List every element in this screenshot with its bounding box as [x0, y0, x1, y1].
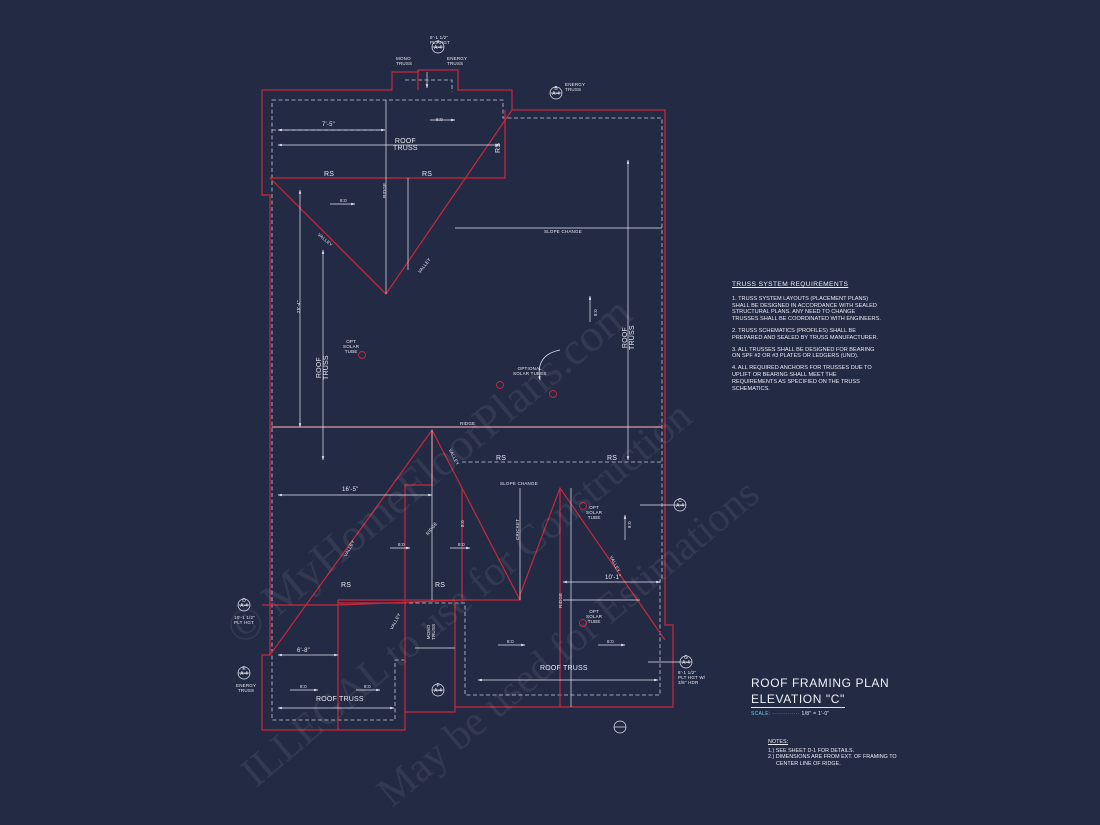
label-slope-80-j: 8:0: [300, 684, 307, 689]
label-ridge-mid: RIDGE: [460, 421, 476, 426]
label-roof-truss-bottom: ROOF TRUSS: [316, 696, 364, 703]
label-slope-80-h: 8:0: [507, 639, 514, 644]
label-energy-truss-topright: ENERGY TRUSS: [565, 82, 586, 92]
label-opt-solar-tube-c: OPT SOLAR TUBE: [586, 609, 603, 624]
label-ridge-c: RIDGE: [558, 592, 563, 608]
callout-a: A A-4: [434, 40, 442, 51]
label-rs-f: RS: [341, 582, 352, 589]
truss-system-requirements: TRUSS SYSTEM REQUIREMENTS 1. TRUSS SYSTE…: [732, 281, 882, 397]
drawing-scale: SCALE: ·············· 1/8" = 1'-0": [751, 711, 891, 717]
roof-outline: [261, 69, 674, 731]
label-energy-truss-top: ENERGY TRUSS: [447, 56, 468, 66]
label-cricket: CRICKET: [515, 518, 520, 540]
label-dim-16-5: 16'-5": [342, 487, 359, 493]
callout-f: F A-4: [434, 683, 442, 694]
label-mono-truss: MONO TRUSS: [396, 56, 413, 66]
callout-b: B A-4: [552, 86, 560, 97]
footer-note-2: 2.) DIMENSIONS ARE FROM EXT. OF FRAMING …: [768, 754, 897, 767]
notes-item-2: 2. TRUSS SCHEMATICS (PROFILES) SHALL BE …: [732, 327, 879, 341]
label-plt-hgt-right: 8'-1 1/2" PLT HGT W/ 3/8" HDR: [678, 670, 706, 685]
notes-item-4: 4. ALL REQUIRED ANCHORS FOR TRUSSES DUE …: [732, 365, 872, 392]
label-rs-g: RS: [435, 582, 446, 589]
label-plt-hgt-top: 8'-1 1/2" PLT HGT: [430, 35, 450, 45]
label-slope-80-k: 8:0: [364, 684, 371, 689]
span-arrows: [277, 72, 661, 710]
label-roof-truss-left: ROOF TRUSS: [316, 355, 330, 380]
callout-c: C A-4: [676, 498, 684, 509]
scale-dots: ··············: [772, 711, 800, 717]
label-plt-hgt-left: 10'-1 1/2" PLT HGT: [234, 615, 255, 625]
label-rs-e: RS: [607, 455, 618, 462]
notes-item-1: 1. TRUSS SYSTEM LAYOUTS (PLACEMENT PLANS…: [732, 295, 881, 323]
label-slope-80-a: 8:0: [436, 117, 443, 122]
label-slope-80-f: 8:0: [398, 542, 405, 547]
drawing-title: ROOF FRAMING PLAN: [751, 676, 890, 690]
scale-label: SCALE:: [751, 711, 771, 717]
title-block: ROOF FRAMING PLAN ELEVATION "C" SCALE: ·…: [751, 677, 891, 717]
scale-value: 1/8" = 1'-0": [801, 711, 830, 717]
notes-heading: TRUSS SYSTEM REQUIREMENTS: [732, 281, 849, 288]
label-slope-80-c: 8:0: [593, 309, 598, 316]
section-callouts: [237, 40, 693, 734]
label-slope-80-b: 8:0: [340, 198, 347, 203]
footer-notes: NOTES: 1.) SEE SHEET D-1 FOR DETAILS. 2.…: [768, 739, 898, 767]
label-dim-25-4: 25'-4": [296, 300, 301, 313]
label-roof-truss-right: ROOF TRUSS: [622, 325, 636, 350]
footer-notes-heading: NOTES:: [768, 739, 789, 745]
label-slope-80-g: 8:0: [458, 542, 465, 547]
footer-note-1: 1.) SEE SHEET D-1 FOR DETAILS.: [768, 747, 855, 754]
label-roof-truss-bottom-right: ROOF TRUSS: [540, 665, 588, 672]
label-optional-solar-tubes: OPTIONAL SOLAR TUBES: [513, 366, 547, 376]
label-rs-a: RS: [324, 171, 335, 178]
label-slope-change-mid: SLOPE CHANGE: [500, 481, 538, 486]
label-dim-10-1: 10'-1": [605, 575, 622, 581]
label-ridge-top: RIDGE: [382, 182, 387, 198]
label-rs-d: RS: [496, 455, 507, 462]
label-dim-6-8: 6'-8": [297, 648, 310, 654]
label-rs-c: RS: [495, 142, 502, 153]
notes-item-3: 3. ALL TRUSSES SHALL BE DESIGNED FOR BEA…: [732, 346, 875, 360]
ridge-lines: [272, 100, 662, 707]
label-mono-truss-b: MONO TRUSS: [426, 623, 436, 640]
solar-tubes: [358, 351, 587, 627]
label-slope-80-i: 8:0: [607, 639, 614, 644]
label-opt-solar-tube-a: OPT SOLAR TUBE: [343, 339, 360, 354]
callout-e: E A-4: [240, 666, 248, 677]
label-energy-truss-left: ENERGY TRUSS: [236, 683, 257, 693]
label-slope-80-d: 8:0: [460, 520, 465, 527]
label-opt-solar-tube-b: OPT SOLAR TUBE: [586, 505, 603, 520]
label-slope-change-top: SLOPE CHANGE: [544, 229, 582, 234]
label-dim-7-5: 7'-5": [322, 122, 335, 128]
callout-g: G A-4: [682, 655, 690, 666]
label-rs-b: RS: [422, 171, 433, 178]
label-slope-80-e: 8:0: [627, 521, 632, 528]
callout-d: D A-4: [240, 598, 248, 609]
drawing-elevation: ELEVATION "C": [751, 692, 845, 708]
label-roof-truss-top: ROOF TRUSS: [393, 138, 418, 152]
